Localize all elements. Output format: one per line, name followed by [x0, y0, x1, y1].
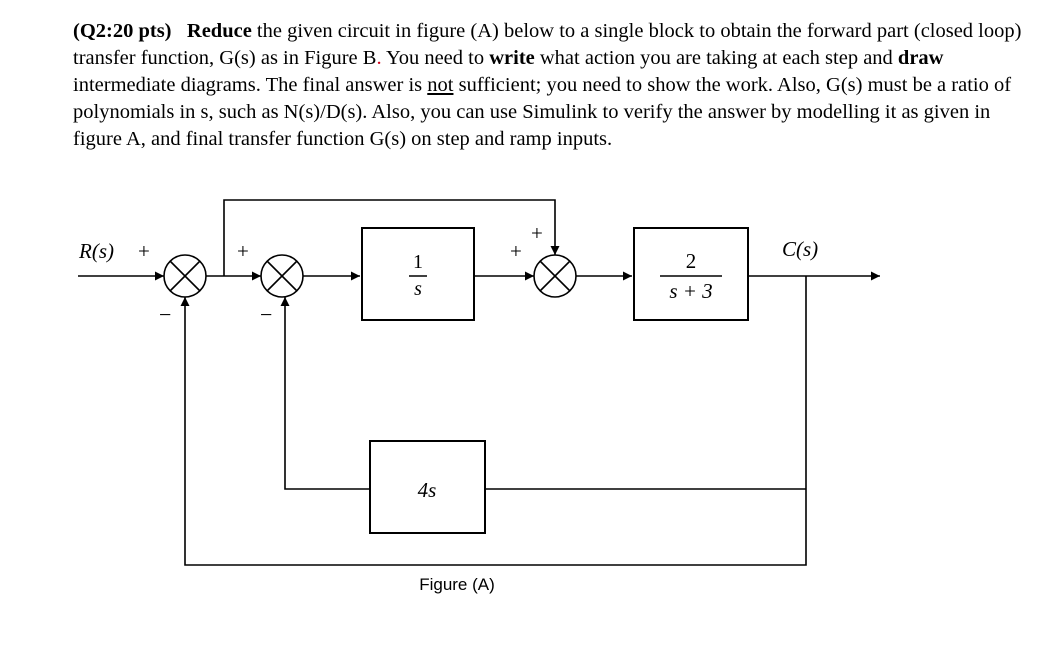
output-label: C(s): [782, 237, 818, 261]
plant-numerator: 2: [686, 249, 697, 273]
plant-denominator: s + 3: [669, 279, 712, 303]
summing-junction-3: [533, 254, 577, 298]
question-text-3: what action you are taking at each step …: [534, 47, 898, 69]
keyword-write: write: [489, 47, 535, 69]
integrator-block: [361, 227, 475, 321]
sum3-plus-sign-left: +: [510, 239, 522, 263]
feedback-block-label: 4s: [418, 478, 437, 502]
integrator-numerator: 1: [413, 251, 423, 273]
question-text-2: You need to: [381, 47, 490, 69]
integrator-denominator: s: [414, 278, 422, 300]
summing-junction-2: [260, 254, 304, 298]
keyword-reduce: Reduce: [186, 20, 252, 42]
question-text-4: intermediate diagrams. The final answer …: [73, 74, 428, 96]
question-label: (Q2:20 pts): [73, 20, 172, 42]
input-label: R(s): [78, 239, 114, 263]
figure-caption: Figure (A): [419, 575, 495, 594]
sum2-minus-sign: −: [260, 302, 272, 327]
outer-feedback-path: [180, 276, 807, 566]
sum3-plus-sign-top: +: [531, 221, 543, 245]
inner-feedback-path: [280, 297, 370, 490]
keyword-draw: draw: [897, 47, 944, 69]
sum1-plus-sign: +: [138, 239, 150, 263]
red-period: .: [376, 47, 382, 69]
question-text: (Q2:20 pts) Reduce the given circuit in …: [73, 18, 1033, 153]
plant-block: [633, 227, 749, 321]
keyword-not: not: [427, 74, 454, 96]
summing-junction-1: [163, 254, 207, 298]
feedforward-path: [223, 199, 560, 276]
derivative-feedback-block: [369, 440, 486, 534]
sum2-plus-sign: +: [237, 239, 249, 263]
question-text-1: the given circuit in figure (A) below to…: [73, 20, 1022, 69]
question-text-5: sufficient; you need to show the work. A…: [73, 74, 1012, 150]
sum1-minus-sign: −: [159, 302, 171, 327]
